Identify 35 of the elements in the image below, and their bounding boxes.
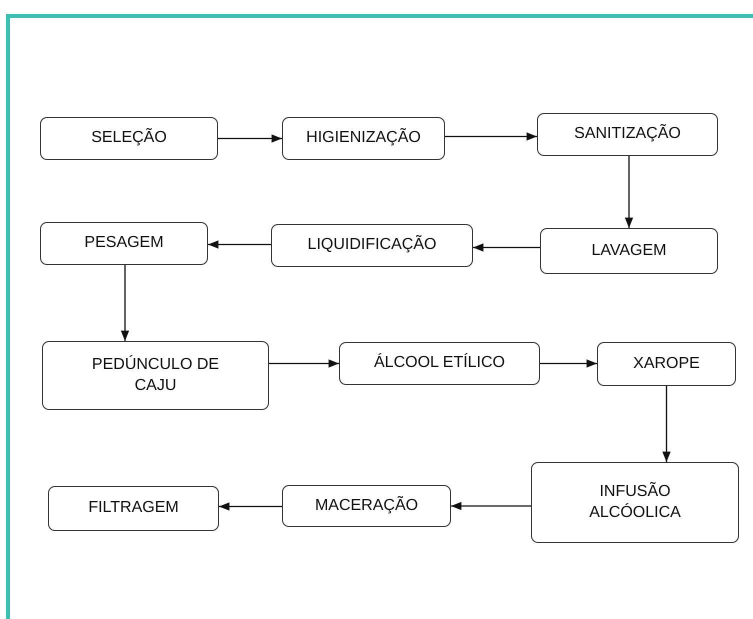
arrow bbox=[473, 243, 540, 252]
step-label: PEDÚNCULO DE CAJU bbox=[90, 354, 220, 396]
step-label: PESAGEM bbox=[84, 233, 164, 254]
step-label: INFUSÃO ALCÓOLICA bbox=[588, 482, 682, 522]
step-label: FILTRAGEM bbox=[88, 498, 179, 518]
step-label: XAROPE bbox=[633, 354, 700, 374]
process-box bbox=[42, 341, 269, 410]
arrow bbox=[208, 240, 271, 249]
arrow bbox=[540, 359, 597, 368]
process-box bbox=[282, 485, 451, 527]
step-label: MACERAÇÃO bbox=[314, 496, 418, 516]
process-box bbox=[282, 117, 445, 160]
process-box bbox=[531, 462, 739, 543]
arrow bbox=[445, 132, 537, 141]
process-box bbox=[48, 486, 219, 531]
arrow bbox=[218, 134, 282, 143]
arrow bbox=[662, 386, 671, 462]
process-box bbox=[40, 117, 218, 160]
process-box bbox=[537, 113, 718, 156]
process-box bbox=[271, 224, 473, 267]
arrow bbox=[451, 502, 531, 510]
step-label: SELEÇÃO bbox=[91, 128, 167, 148]
process-box bbox=[339, 342, 540, 385]
step-label: ÁLCOOL ETÍLICO bbox=[374, 353, 505, 374]
arrow bbox=[219, 502, 282, 511]
step-label: LIQUIDIFICAÇÃO bbox=[308, 235, 436, 256]
process-box bbox=[540, 228, 718, 274]
arrow bbox=[624, 156, 634, 228]
arrow bbox=[120, 265, 130, 341]
arrow bbox=[269, 359, 339, 368]
process-box bbox=[40, 222, 208, 265]
step-label: LAVAGEM bbox=[592, 240, 666, 261]
step-label: HIGIENIZAÇÃO bbox=[306, 128, 421, 148]
step-label: SANITIZAÇÃO bbox=[574, 124, 681, 144]
process-box bbox=[597, 342, 736, 386]
